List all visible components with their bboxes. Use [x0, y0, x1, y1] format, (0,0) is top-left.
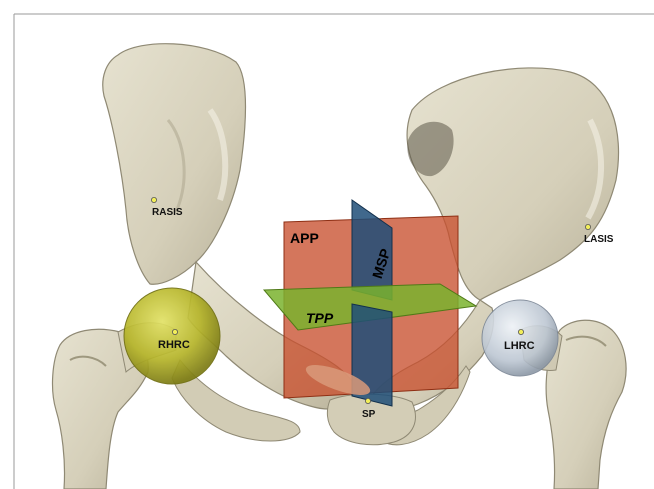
landmark-label: RHRC	[158, 339, 190, 351]
landmark-label: LASIS	[584, 234, 614, 245]
app-label: APP	[290, 230, 319, 246]
landmark-label: LHRC	[504, 340, 535, 352]
tpp-label: TPP	[306, 310, 334, 326]
landmark-dot	[585, 224, 590, 229]
landmark-dot	[365, 398, 370, 403]
landmark-dot	[518, 329, 523, 334]
landmark-lasis: LASIS	[584, 224, 614, 245]
right-femoral-head-sphere	[124, 288, 220, 384]
landmark-label: RASIS	[152, 207, 183, 218]
landmark-dot	[151, 197, 156, 202]
left-femoral-head-sphere	[482, 300, 558, 376]
landmark-dot	[172, 329, 177, 334]
landmark-label: SP	[362, 409, 376, 420]
